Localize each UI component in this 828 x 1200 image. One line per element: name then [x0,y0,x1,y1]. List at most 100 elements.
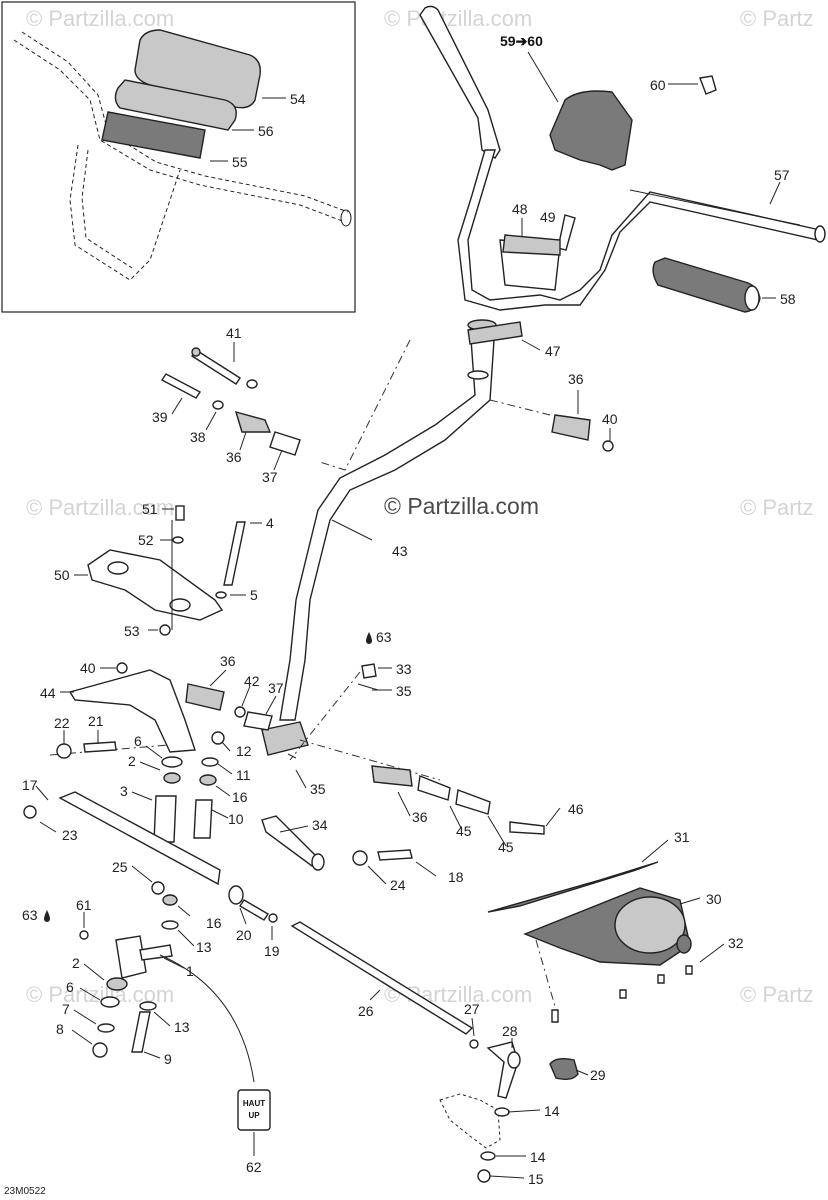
washer-38 [212,400,224,410]
label-62: 62 [246,1159,262,1175]
bolt-51 [175,505,185,521]
label-1: 1 [186,963,194,979]
label-6b: 6 [66,979,74,995]
label-15: 15 [528,1171,544,1187]
label-3: 3 [120,783,128,799]
label-29: 29 [590,1067,606,1083]
label-58: 58 [780,291,796,307]
label-34: 34 [312,817,328,833]
bushing-36b [551,414,591,441]
link-45a [417,775,451,801]
label-39: 39 [152,409,168,425]
bolt-21 [83,741,117,753]
spacer-37a [269,431,301,456]
label-48: 48 [512,201,528,217]
label-2b: 2 [72,955,80,971]
washer-14b [480,1151,496,1161]
tie-rod-34 [261,815,319,867]
pin-35b [357,683,379,691]
sleeve-3 [153,795,177,843]
handlebar-cover [549,90,633,171]
nut-15 [477,1169,491,1183]
label-36c: 36 [220,653,236,669]
screw-32a [619,989,627,999]
grip-58 [652,257,761,313]
watermark-top-right: © Partz [740,6,814,31]
inset-handlebar [13,31,352,281]
watermark-top-left: © Partzilla.com [26,6,175,31]
washer-22 [56,743,72,759]
watermark-bottom-right: © Partz [740,982,814,1007]
bushing-2b [106,977,128,991]
nut-40b [116,662,128,674]
link-45b [455,789,491,815]
washer-13b [139,1001,157,1011]
label-16a: 16 [232,789,248,805]
nut-27 [469,1039,479,1049]
nut-40a [602,440,614,452]
label-40b: 40 [80,660,96,676]
nut-12 [211,731,225,745]
label-38: 38 [190,429,206,445]
label-56: 56 [258,123,274,139]
label-28: 28 [502,1023,518,1039]
label-23: 23 [62,827,78,843]
label-16b: 16 [206,915,222,931]
label-20: 20 [236,927,252,943]
label-13b: 13 [174,1019,190,1035]
assembly-line-2 [489,399,571,421]
bushing-36a [234,410,272,433]
label-9: 9 [164,1051,172,1067]
label-27: 27 [464,1001,480,1017]
label-32: 32 [728,935,744,951]
label-36b: 36 [568,371,584,387]
washer-52 [172,536,184,544]
watermark-center: © Partzilla.com [384,493,539,519]
label-37a: 37 [262,469,278,485]
label-59-60: 59➔60 [500,33,543,49]
label-11: 11 [236,767,251,783]
assembly-line-1 [319,339,411,471]
label-50: 50 [54,567,70,583]
leader-lines [35,51,781,1179]
screw-32c [685,965,693,975]
bolt-18 [377,849,413,861]
pad-56 [114,79,237,131]
tag-line-2: UP [248,1111,260,1120]
steering-column [261,319,497,756]
label-18: 18 [448,869,464,885]
nut-19 [268,913,278,923]
label-43: 43 [392,543,408,559]
nut-8 [92,1042,108,1058]
tag-cord [159,954,255,1083]
mount-50 [87,549,224,621]
label-55: 55 [232,154,248,170]
spacer-37b [243,711,273,731]
watermark-top-center: © Partzilla.com [384,6,533,31]
label-36d: 36 [412,809,428,825]
label-53: 53 [124,623,140,639]
bushing-16b [162,894,178,906]
label-57: 57 [774,167,790,183]
label-22: 22 [54,715,70,731]
tag-line-1: HAUT [243,1099,265,1108]
washer-6a [161,756,183,768]
washer-11 [201,757,219,767]
label-63a: 63 [376,629,392,645]
cap-33 [361,663,377,679]
label-7: 7 [62,1001,70,1017]
washer-13a [161,920,179,930]
label-10: 10 [228,811,244,827]
bolt-39 [160,373,202,399]
watermark-mid-right: © Partz [740,495,814,520]
nut-23 [23,805,37,819]
rod-end-20 [228,885,244,905]
washer-24 [352,850,368,866]
bolt-46 [509,821,545,835]
pad-55 [101,111,206,159]
label-42: 42 [244,673,260,689]
rod-end-28 [486,1041,519,1099]
label-60: 60 [650,77,666,93]
